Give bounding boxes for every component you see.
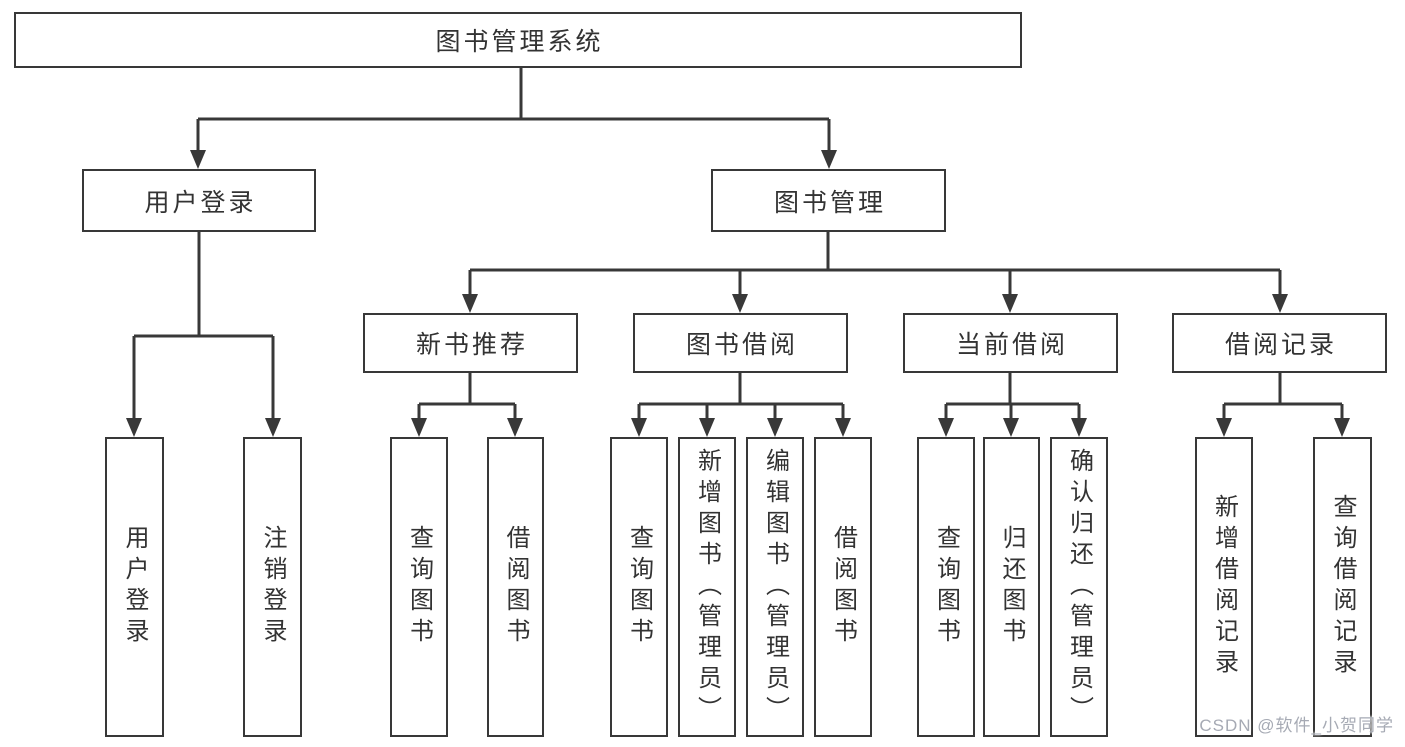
node-borrow-records: 借阅记录 xyxy=(1172,313,1387,373)
node-current-borrow: 当前借阅 xyxy=(903,313,1118,373)
arrowhead-icon xyxy=(938,418,1087,437)
leaf-edit-books-admin: 编辑图书（管理员） xyxy=(746,437,804,737)
connector-group-new-book-recommend xyxy=(411,373,523,437)
connector-group-user-login xyxy=(126,232,281,437)
node-new-book-recommend: 新书推荐 xyxy=(363,313,578,373)
connector-line xyxy=(944,373,1081,420)
leaf-confirm-return-admin: 确认归还（管理员） xyxy=(1050,437,1108,737)
connector-line xyxy=(468,232,1282,296)
connector-line xyxy=(132,232,275,420)
connector-line xyxy=(637,373,845,420)
arrowhead-icon xyxy=(190,150,837,169)
arrowhead-icon xyxy=(462,294,1288,313)
connector-line xyxy=(196,68,831,151)
connector-group-book-borrow xyxy=(631,373,851,437)
arrowhead-icon xyxy=(126,418,281,437)
connector-group-book-management xyxy=(462,232,1288,313)
csdn-watermark: CSDN @软件_小贺同学 xyxy=(1199,716,1394,735)
node-book-borrow: 图书借阅 xyxy=(633,313,848,373)
node-book-management: 图书管理 xyxy=(711,169,946,232)
leaf-borrow-books: 借阅图书 xyxy=(814,437,872,737)
node-user-login: 用户登录 xyxy=(82,169,316,232)
connector-line xyxy=(417,373,517,420)
leaf-add-borrow-record: 新增借阅记录 xyxy=(1195,437,1253,737)
arrowhead-icon xyxy=(1216,418,1350,437)
leaf-return-books: 归还图书 xyxy=(983,437,1040,737)
leaf-query-books-current: 查询图书 xyxy=(917,437,975,737)
leaf-logout: 注销登录 xyxy=(243,437,302,737)
connector-line xyxy=(1222,373,1344,420)
leaf-query-borrow-record: 查询借阅记录 xyxy=(1313,437,1372,737)
connector-group-root xyxy=(190,68,837,169)
arrowhead-icon xyxy=(411,418,523,437)
connector-group-borrow-records xyxy=(1216,373,1350,437)
leaf-query-books-recommend: 查询图书 xyxy=(390,437,448,737)
leaf-user-login: 用户登录 xyxy=(105,437,164,737)
leaf-add-books-admin: 新增图书（管理员） xyxy=(678,437,736,737)
connector-group-current-borrow xyxy=(938,373,1087,437)
leaf-borrow-books-recommend: 借阅图书 xyxy=(487,437,544,737)
node-library-management-system: 图书管理系统 xyxy=(14,12,1022,68)
arrowhead-icon xyxy=(631,418,851,437)
leaf-query-books-borrow: 查询图书 xyxy=(610,437,668,737)
